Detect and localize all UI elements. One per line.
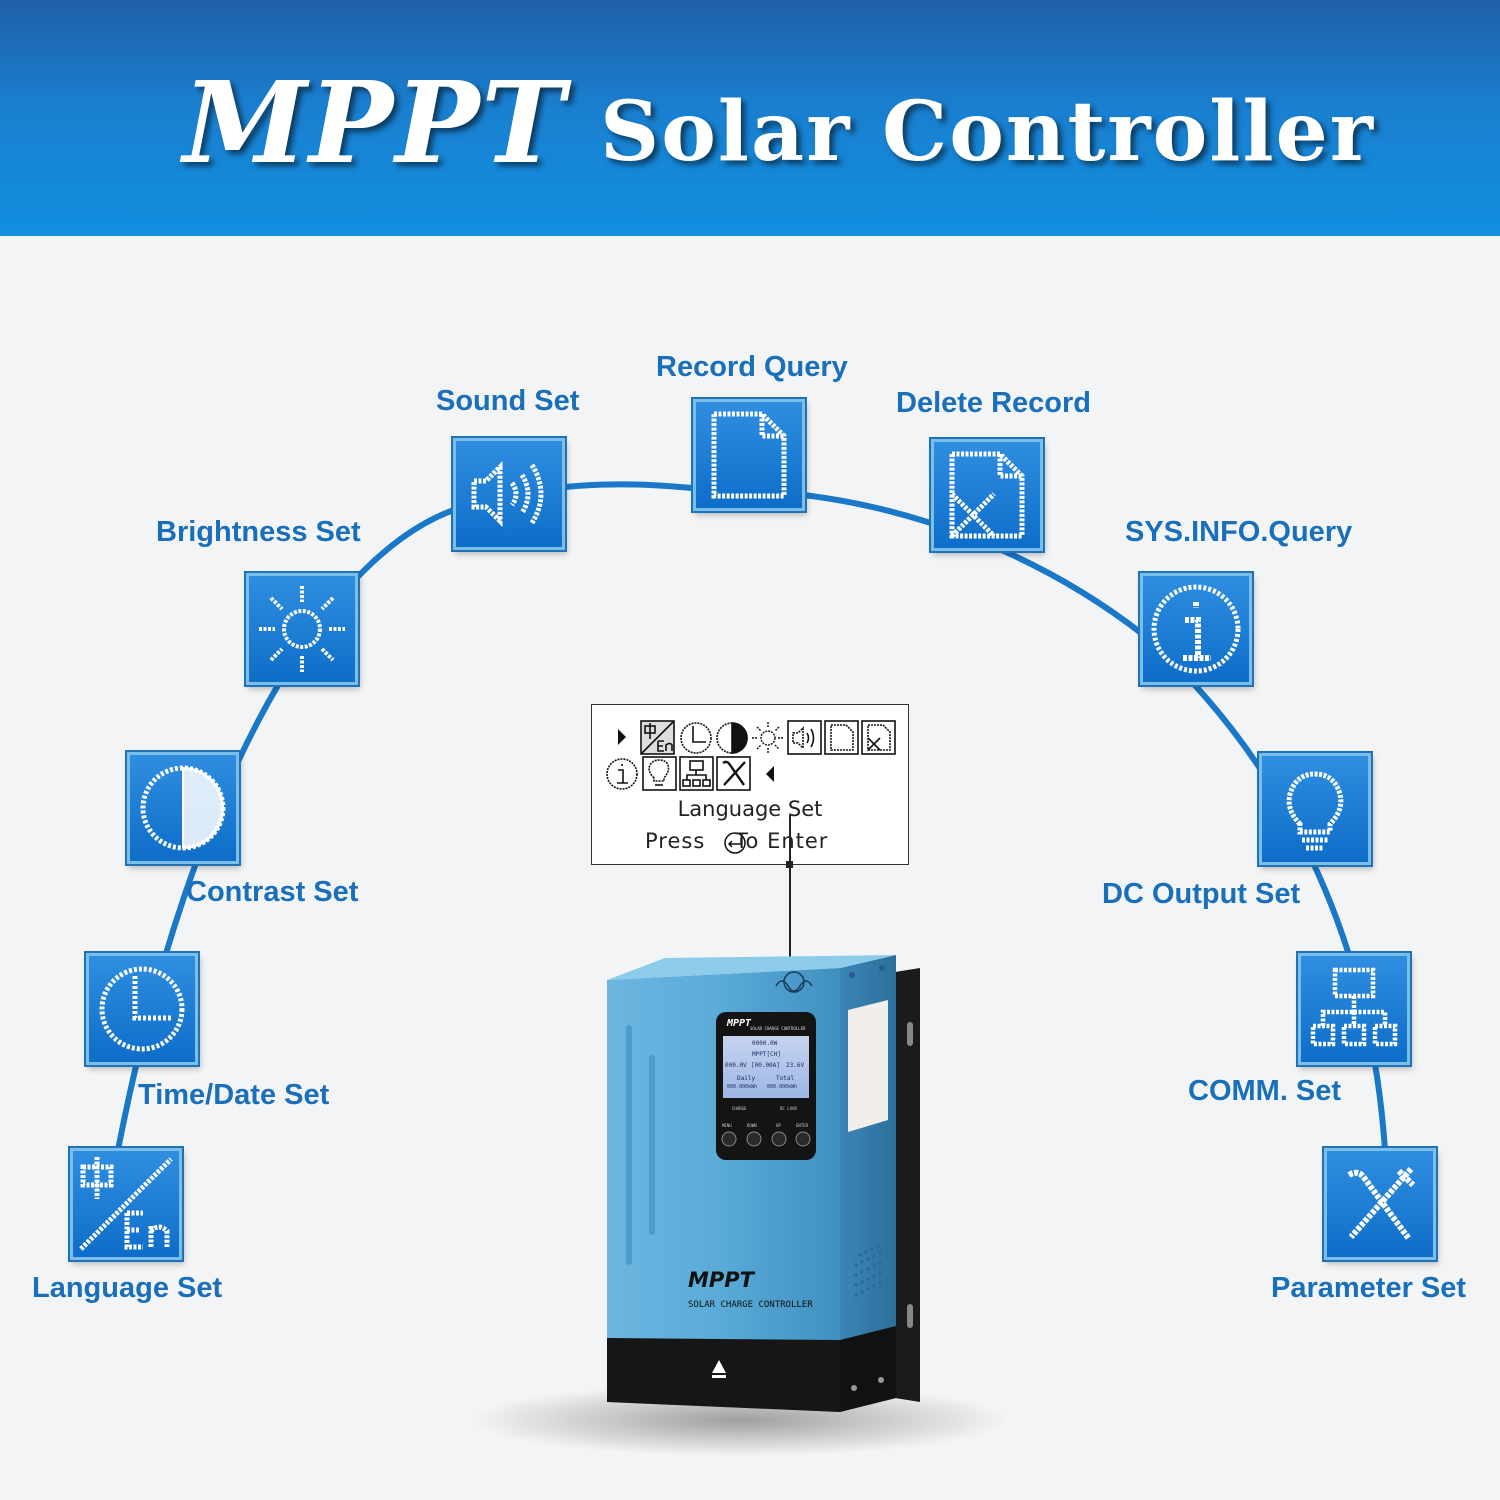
lcd-bulb-icon <box>642 756 677 791</box>
screen-total-value: 000.000kWh <box>767 1084 798 1090</box>
eject-arrow-icon <box>712 1360 726 1373</box>
sun-icon <box>259 586 345 672</box>
delete-document-icon <box>949 451 1025 539</box>
contrast-set-tile[interactable] <box>127 752 239 864</box>
enter-button-label: ENTER <box>796 1123 809 1128</box>
language-set-label: Language Set <box>32 1272 223 1304</box>
up-button <box>771 1131 787 1147</box>
comm-set-tile[interactable] <box>1298 953 1410 1065</box>
sound-set-label: Sound Set <box>436 385 580 417</box>
page-subtitle: Solar Controller <box>600 84 1375 180</box>
contrast-set-label: Contrast Set <box>186 876 359 908</box>
callout-dot <box>786 861 793 868</box>
selection-arrow-right-icon <box>618 729 626 745</box>
lcd-press-text: Press <box>645 829 706 853</box>
record-query-label: Record Query <box>656 351 848 383</box>
clock-icon <box>99 966 185 1052</box>
lcd-document-icon <box>824 720 859 755</box>
mounting-bracket <box>895 968 920 1402</box>
lcd-speaker-icon <box>787 720 822 755</box>
lcd-sun-icon <box>752 722 784 754</box>
tools-icon <box>1347 1167 1416 1241</box>
led-dc-load-label: DC LOAD <box>780 1106 797 1111</box>
screen-battery: 23.6V <box>786 1062 805 1069</box>
lcd-screen <box>723 1036 809 1098</box>
groove-left <box>626 1025 632 1265</box>
screen-pv: 000.0V <box>725 1062 747 1069</box>
menu-button <box>721 1131 737 1147</box>
callout-line <box>789 815 791 965</box>
time-date-set-tile[interactable] <box>86 953 198 1065</box>
brightness-set-label: Brightness Set <box>156 516 361 548</box>
menu-button-label: MENU <box>722 1123 732 1128</box>
comm-set-label: COMM. Set <box>1188 1075 1342 1107</box>
screen-daily-label: Daily <box>737 1075 756 1082</box>
screen-current: [00.00A] <box>751 1062 780 1069</box>
groove-middle <box>649 1055 655 1235</box>
screen-subtitle: SOLAR CHARGE CONTROLLER <box>750 1026 806 1031</box>
led-charge-label: CHARGE <box>732 1106 747 1111</box>
enter-key-icon <box>724 832 746 854</box>
delete-record-label: Delete Record <box>896 387 1092 419</box>
device-subtitle: SOLAR CHARGE CONTROLLER <box>688 1300 813 1310</box>
lcd-info-icon <box>606 758 638 790</box>
contrast-icon <box>140 765 226 851</box>
brightness-set-tile[interactable] <box>246 573 358 685</box>
device-side-base <box>840 1326 896 1412</box>
screen-total-label: Total <box>776 1075 795 1082</box>
screen-brand: MPPT <box>727 1018 752 1029</box>
time-date-set-label: Time/Date Set <box>138 1079 330 1111</box>
down-button <box>746 1131 762 1147</box>
info-icon <box>1151 584 1241 674</box>
dc-output-set-label: DC Output Set <box>1102 878 1301 910</box>
down-button-label: DOWN <box>747 1123 757 1128</box>
lcd-preview: Language Set Press To Enter <box>591 704 909 865</box>
sys-info-query-label: SYS.INFO.Query <box>1125 516 1353 548</box>
lcd-enter-text: Enter <box>767 829 829 853</box>
lcd-tools-icon <box>716 756 751 791</box>
screen-power: 0000.0W <box>752 1040 778 1047</box>
parameter-set-label: Parameter Set <box>1271 1272 1467 1304</box>
dc-output-set-tile[interactable] <box>1259 753 1371 865</box>
screen-daily-value: 000.000kWh <box>727 1084 758 1090</box>
lcd-to-text: To <box>735 829 760 853</box>
bulb-icon <box>1286 771 1344 851</box>
lcd-contrast-icon <box>716 722 748 754</box>
lcd-menu-title: Language Set <box>677 797 823 821</box>
language-icon <box>79 1157 173 1251</box>
speaker-icon <box>471 460 544 528</box>
lcd-network-icon <box>679 756 714 791</box>
device-top <box>607 955 896 980</box>
document-icon <box>711 411 787 499</box>
header-banner: MPPT Solar Controller <box>0 0 1500 236</box>
device-brand: MPPT <box>688 1268 755 1292</box>
network-icon <box>1310 967 1398 1047</box>
lcd-language-icon <box>640 720 675 755</box>
page-title: MPPT <box>183 58 567 189</box>
record-query-tile[interactable] <box>693 399 805 511</box>
selection-arrow-left-icon <box>766 766 774 782</box>
parameter-set-tile[interactable] <box>1324 1148 1436 1260</box>
lcd-instruction: Press To Enter <box>645 829 828 853</box>
lcd-icon-row <box>606 720 896 854</box>
sys-info-query-tile[interactable] <box>1140 573 1252 685</box>
language-set-tile[interactable] <box>70 1148 182 1260</box>
up-button-label: UP <box>776 1123 781 1128</box>
sound-set-tile[interactable] <box>453 438 565 550</box>
speaker-vent <box>854 1244 882 1297</box>
spec-sticker <box>848 1000 888 1132</box>
lcd-clock-icon <box>680 722 712 754</box>
enter-button <box>795 1131 811 1147</box>
lcd-delete-document-icon <box>861 720 896 755</box>
delete-record-tile[interactable] <box>931 439 1043 551</box>
screen-mode: MPPT[CH] <box>752 1051 781 1058</box>
